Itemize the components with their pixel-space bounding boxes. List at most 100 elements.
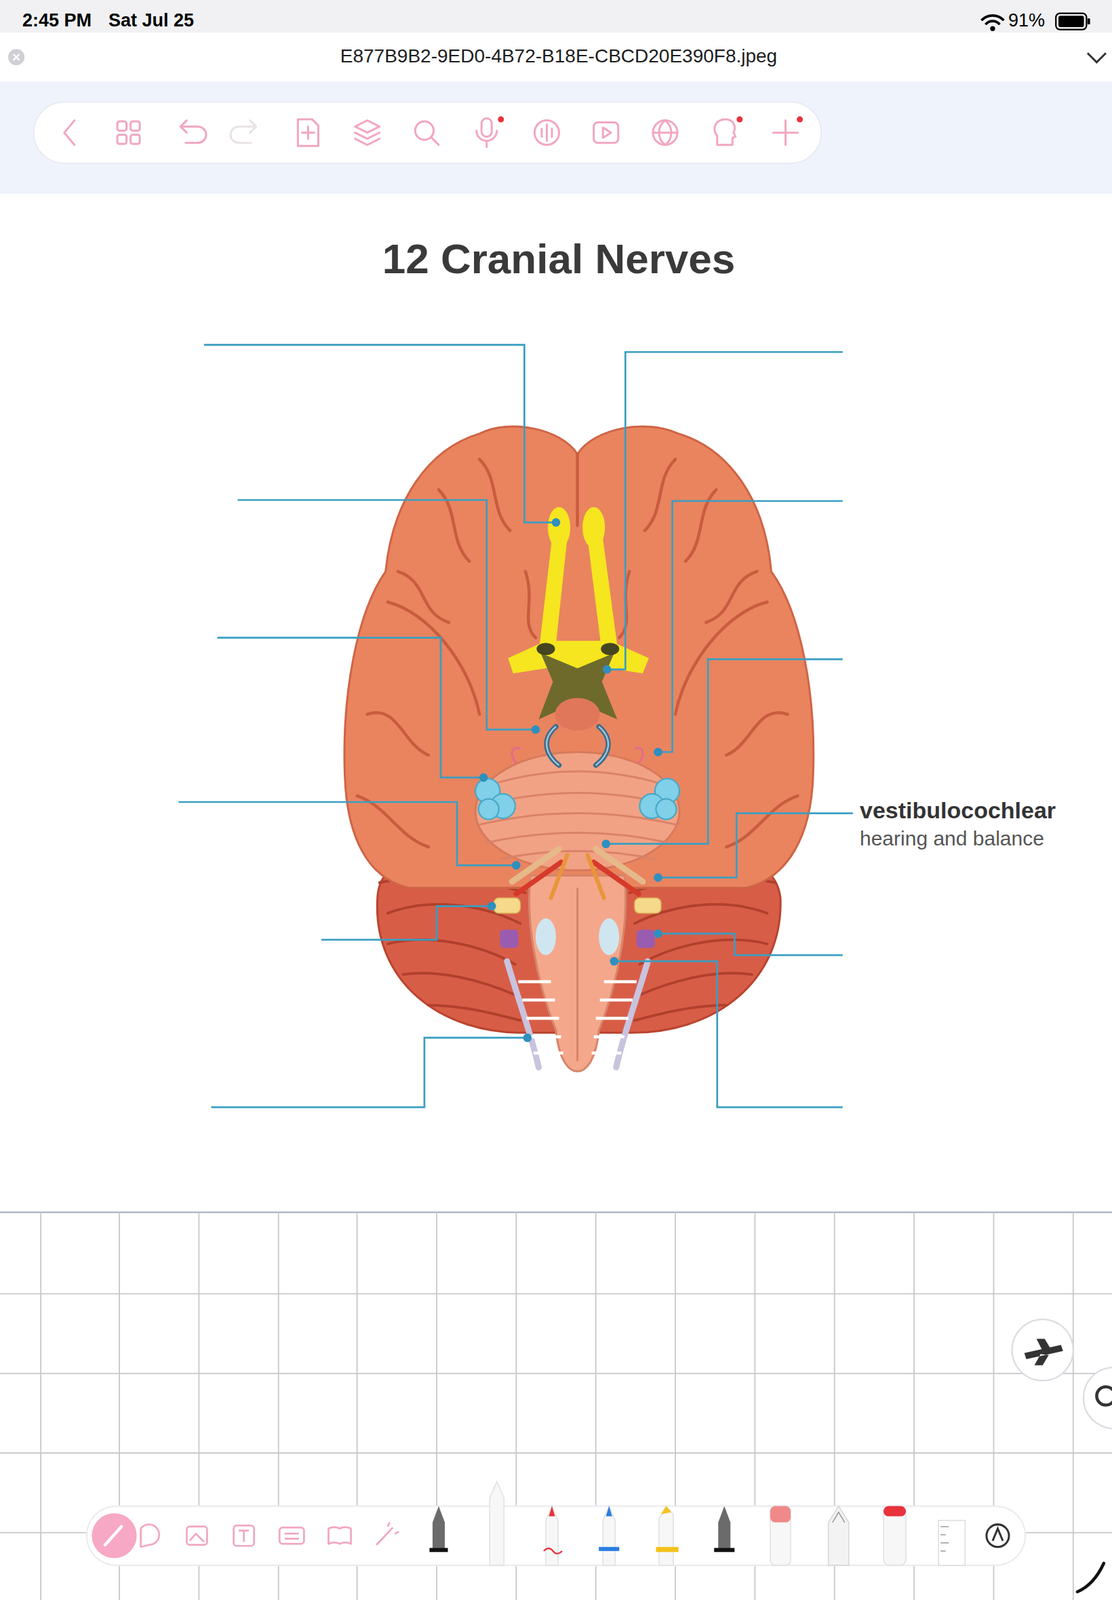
olfactory-optic bbox=[538, 539, 567, 654]
top-toolbar bbox=[117, 121, 127, 131]
medulla bbox=[634, 897, 662, 914]
floating-buttons bbox=[1012, 1319, 1074, 1381]
top-toolbar bbox=[33, 102, 822, 164]
leader-dots bbox=[609, 956, 619, 966]
pens bbox=[883, 1506, 906, 1517]
cerebrum bbox=[479, 459, 510, 531]
cerebrum bbox=[525, 571, 536, 639]
top-toolbar bbox=[180, 120, 187, 133]
cerebrum bbox=[398, 571, 449, 623]
status-time: 2:45 PM bbox=[22, 10, 92, 32]
medulla bbox=[636, 929, 655, 948]
cerebrum bbox=[675, 602, 767, 715]
cerebrum bbox=[619, 571, 630, 639]
leader-lines bbox=[178, 345, 853, 1108]
file-name: E877B9B2-9ED0-4B72-B18E-CBCD20E390F8.jpe… bbox=[2, 45, 1112, 68]
top-toolbar bbox=[181, 126, 207, 144]
top-toolbar bbox=[130, 121, 141, 131]
pons bbox=[634, 747, 643, 764]
top-toolbar bbox=[431, 137, 439, 146]
medulla bbox=[591, 981, 637, 1054]
pons bbox=[487, 771, 668, 786]
pens bbox=[986, 1524, 1009, 1548]
medulla bbox=[511, 848, 643, 898]
leader-dots bbox=[602, 665, 612, 674]
pons bbox=[479, 771, 676, 860]
pons bbox=[485, 832, 670, 843]
medulla bbox=[535, 918, 556, 956]
cerebellum bbox=[634, 1005, 727, 1022]
cerebrum bbox=[705, 571, 757, 623]
note-grid bbox=[0, 1211, 1112, 1214]
app-background bbox=[0, 81, 1112, 194]
top-toolbar bbox=[652, 120, 678, 146]
leader-dots bbox=[479, 518, 663, 1043]
pons bbox=[596, 726, 609, 766]
pen-toolbar bbox=[186, 1526, 207, 1546]
pens bbox=[429, 1547, 448, 1553]
medulla bbox=[511, 848, 559, 882]
pens bbox=[883, 1506, 906, 1566]
app-background bbox=[0, 1212, 1112, 1600]
leader-lines bbox=[178, 802, 516, 866]
top-toolbar bbox=[652, 120, 678, 146]
leader-dots bbox=[653, 929, 663, 939]
medulla bbox=[596, 848, 643, 882]
medulla bbox=[587, 855, 605, 898]
pens bbox=[548, 1506, 555, 1517]
pens bbox=[940, 1526, 949, 1552]
status-icons bbox=[1087, 18, 1091, 25]
status-date: Sat Jul 25 bbox=[108, 10, 194, 32]
top-toolbar bbox=[297, 119, 319, 146]
leader-lines bbox=[657, 813, 853, 879]
app-background bbox=[0, 193, 1112, 1213]
top-toolbar bbox=[250, 120, 257, 133]
olfactory-optic bbox=[547, 507, 571, 548]
top-toolbar bbox=[481, 118, 492, 137]
pens bbox=[713, 1547, 735, 1553]
leader-dots bbox=[479, 773, 489, 783]
cerebrum bbox=[387, 602, 480, 715]
pen-toolbar bbox=[141, 1522, 400, 1548]
pons bbox=[475, 751, 680, 871]
top-toolbar bbox=[33, 102, 822, 164]
pens bbox=[598, 1547, 620, 1552]
top-toolbar bbox=[355, 139, 380, 146]
pons bbox=[478, 798, 500, 820]
leader-dots bbox=[511, 861, 521, 870]
medulla bbox=[499, 929, 519, 948]
cerebellum bbox=[639, 973, 752, 995]
pons bbox=[499, 850, 655, 860]
medulla bbox=[507, 961, 540, 1068]
top-toolbar bbox=[476, 130, 498, 148]
top-toolbar bbox=[593, 122, 619, 144]
note-grid bbox=[0, 1212, 1112, 1600]
leader-dots bbox=[653, 873, 663, 883]
pen-toolbar bbox=[141, 1524, 160, 1548]
pens bbox=[655, 1547, 679, 1553]
pen-toolbar bbox=[328, 1527, 351, 1545]
pens bbox=[770, 1506, 791, 1523]
pen-toolbar bbox=[238, 1531, 249, 1543]
pens bbox=[606, 1506, 613, 1517]
leader-dots bbox=[601, 839, 611, 849]
top-toolbar bbox=[497, 116, 504, 123]
status-icons bbox=[981, 15, 1004, 21]
leader-lines bbox=[657, 501, 843, 752]
pen-toolbar bbox=[105, 1526, 122, 1546]
pons bbox=[475, 726, 680, 871]
pen-toolbar bbox=[189, 1533, 205, 1542]
medulla bbox=[493, 897, 521, 914]
floating-buttons bbox=[1024, 1339, 1064, 1366]
file-bar bbox=[13, 54, 20, 61]
leader-lines bbox=[614, 961, 843, 1108]
pons bbox=[546, 726, 559, 766]
top-toolbar bbox=[796, 116, 803, 123]
cerebrum bbox=[644, 459, 676, 531]
medulla bbox=[576, 887, 579, 1062]
leader-lines bbox=[237, 500, 536, 731]
cerebellum bbox=[428, 1005, 521, 1022]
medulla bbox=[598, 918, 620, 956]
pen-toolbar bbox=[279, 1527, 304, 1544]
